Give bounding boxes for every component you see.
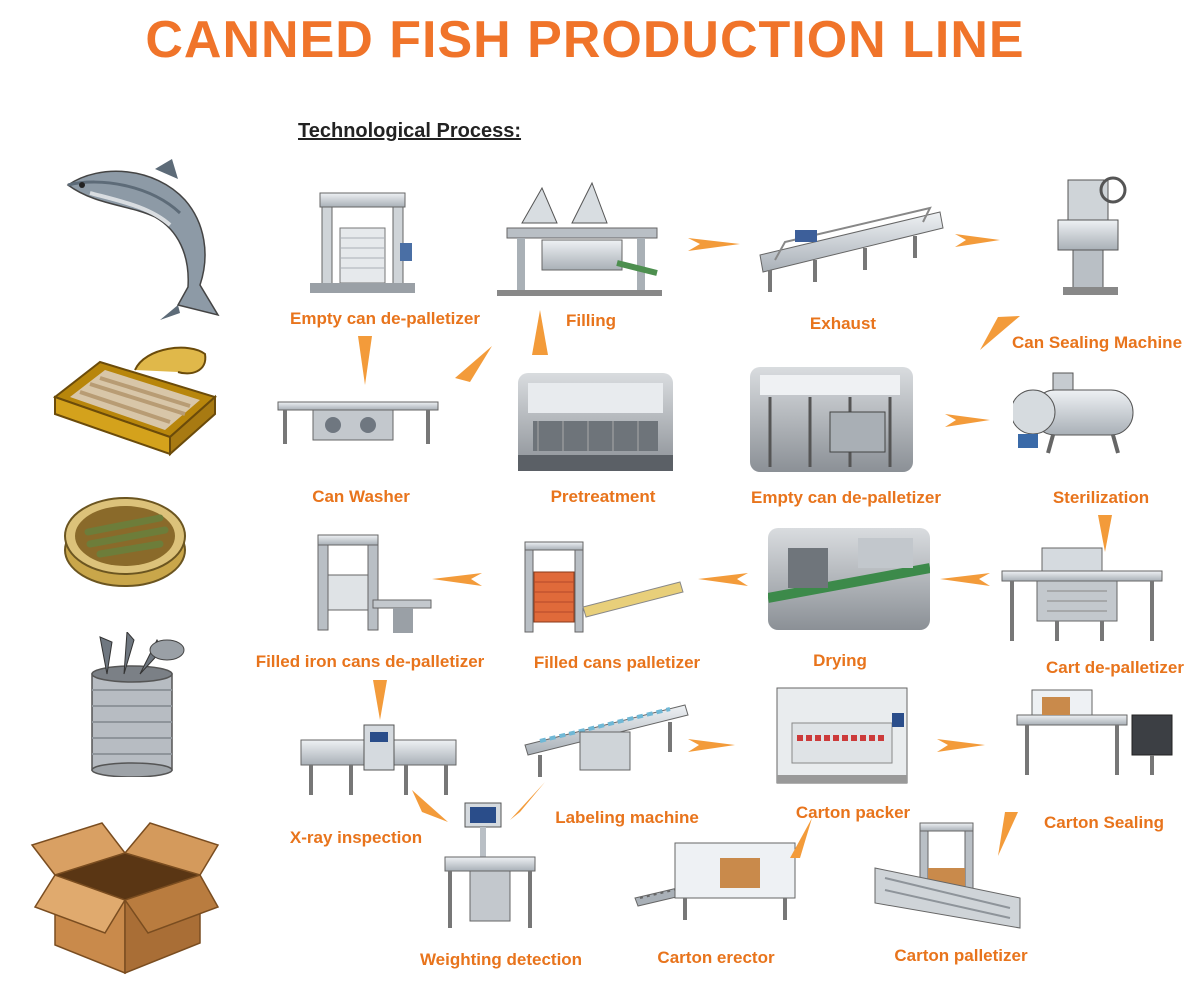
retort-vessel-icon xyxy=(1013,368,1143,458)
open-sardine-tin-icon xyxy=(50,342,220,467)
step-label: Sterilization xyxy=(1052,488,1150,507)
palletizer-frame-icon xyxy=(520,537,685,637)
cart-machine-icon xyxy=(997,543,1167,648)
arrow-left-icon xyxy=(940,573,990,586)
cardboard-box-icon xyxy=(30,815,220,975)
factory-photo-icon xyxy=(750,367,913,472)
arrow-left-icon xyxy=(698,573,748,586)
salmon-fish-icon xyxy=(60,155,235,320)
step-label: Filled iron cans de-palletizer xyxy=(255,652,485,671)
cylindrical-fish-can-icon xyxy=(82,632,192,777)
page-title: CANNED FISH PRODUCTION LINE xyxy=(145,11,1025,69)
step-label: Pretreatment xyxy=(550,487,656,506)
step-label: Drying xyxy=(813,651,867,670)
step-label: Labeling machine xyxy=(555,808,699,827)
exhaust-conveyor-icon xyxy=(755,200,945,298)
step-label: Carton erector xyxy=(657,948,775,967)
process-heading: Technological Process: xyxy=(298,120,522,142)
step-label: Weighting detection xyxy=(419,950,583,969)
step-label: Filled cans palletizer xyxy=(533,653,701,672)
sealing-table-icon xyxy=(1012,685,1177,780)
factory-photo-icon xyxy=(518,373,673,471)
washer-conveyor-icon xyxy=(273,392,443,454)
step-label: Filling xyxy=(565,311,617,330)
step-label: Carton Sealing xyxy=(1044,813,1164,832)
round-fish-can-icon xyxy=(60,488,190,593)
sealing-machine-icon xyxy=(1048,175,1138,300)
xray-machine-icon xyxy=(296,720,461,800)
step-label: Empty can de-palletizer xyxy=(290,309,480,328)
step-label: Carton palletizer xyxy=(894,946,1028,965)
palletizer-frame-icon xyxy=(870,818,1025,933)
drying-photo-icon xyxy=(768,528,930,630)
step-label: Empty can de-palletizer xyxy=(751,488,941,507)
step-label: Can Sealing Machine xyxy=(1011,333,1183,352)
checkweigher-icon xyxy=(440,798,540,933)
step-label: X-ray inspection xyxy=(289,828,423,847)
labeling-conveyor-icon xyxy=(520,697,690,779)
arrow-right-icon xyxy=(937,739,985,752)
arrow-right-icon xyxy=(945,414,990,427)
filling-machine-icon xyxy=(497,178,662,300)
arrow-left-icon xyxy=(432,573,482,586)
arrow-down-icon xyxy=(373,680,387,720)
step-label: Carton packer xyxy=(795,803,911,822)
step-label: Exhaust xyxy=(809,314,877,333)
palletizer-frame-icon xyxy=(313,530,433,635)
erector-conveyor-icon xyxy=(630,838,810,923)
arrow-right-icon xyxy=(688,739,735,752)
depalletizer-machine-icon xyxy=(310,188,415,298)
step-label: Can Washer xyxy=(312,487,410,506)
arrow-right-icon xyxy=(688,238,740,251)
arrow-down-icon xyxy=(358,336,372,385)
step-label: Cart de-palletizer xyxy=(1046,658,1184,677)
arrow-diagonal-icon xyxy=(455,346,492,382)
arrow-right-icon xyxy=(955,234,1000,247)
arrow-up-icon xyxy=(532,310,548,355)
packer-machine-icon xyxy=(772,683,912,788)
